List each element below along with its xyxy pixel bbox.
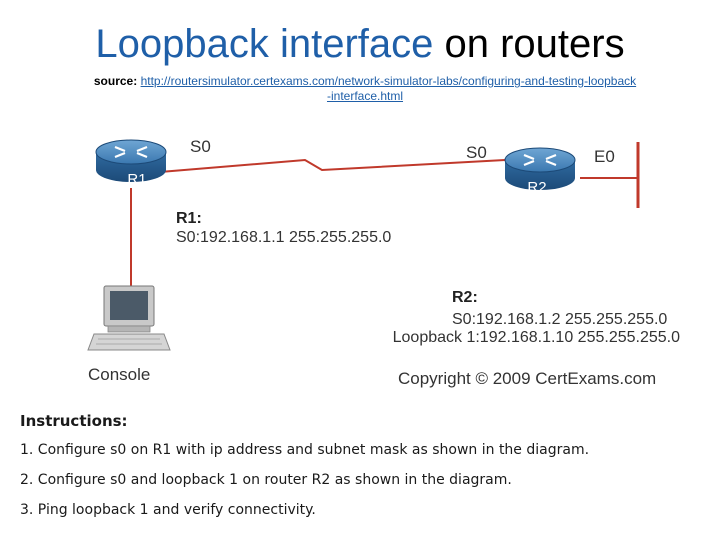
slide-title: Loopback interface on routers <box>0 22 720 67</box>
r2-s0-label: S0 <box>466 143 487 162</box>
r2-name-label: R2 <box>527 179 546 196</box>
r1-name-label: R1 <box>127 171 146 188</box>
copyright-text: Copyright © 2009 CertExams.com <box>398 369 656 388</box>
r2-config-s0: S0:192.168.1.2 255.255.255.0 <box>452 311 667 328</box>
r1-s0-label: S0 <box>190 137 211 156</box>
r2-e0-label: E0 <box>594 147 615 166</box>
serial-link <box>159 158 506 173</box>
instruction-step: 1. Configure s0 on R1 with ip address an… <box>20 442 590 458</box>
r2-config-loopback: Loopback 1:192.168.1.10 255.255.255.0 <box>393 329 680 346</box>
router-r2-icon[interactable] <box>504 147 576 190</box>
r1-config-s0: S0:192.168.1.1 255.255.255.0 <box>176 229 391 246</box>
console-label: Console <box>88 365 150 384</box>
router-r1-icon[interactable] <box>95 139 167 182</box>
instruction-step: 3. Ping loopback 1 and verify connectivi… <box>20 502 316 518</box>
r1-config-heading: R1: <box>176 210 202 227</box>
instruction-step: 2. Configure s0 and loopback 1 on router… <box>20 472 512 488</box>
network-diagram: R1 S0 R2 S0 E0 R1: S0:192.168.1.1 255.25… <box>87 137 680 388</box>
r2-config-heading: R2: <box>452 289 478 306</box>
source-label: source: <box>93 74 138 88</box>
source-link[interactable]: http://routersimulator.certexams.com/net… <box>141 74 637 103</box>
source-url-line2: -interface.html <box>326 89 404 103</box>
title-highlight: Loopback interface <box>95 22 434 66</box>
source-url-line1: http://routersimulator.certexams.com/net… <box>140 74 637 88</box>
source-citation: source: http://routersimulator.certexams… <box>40 74 690 104</box>
title-rest: on routers <box>433 22 625 66</box>
console-computer-icon[interactable] <box>87 285 171 351</box>
instructions-heading: Instructions: <box>20 412 128 430</box>
instructions-panel: Instructions: 1. Configure s0 on R1 with… <box>20 412 700 529</box>
